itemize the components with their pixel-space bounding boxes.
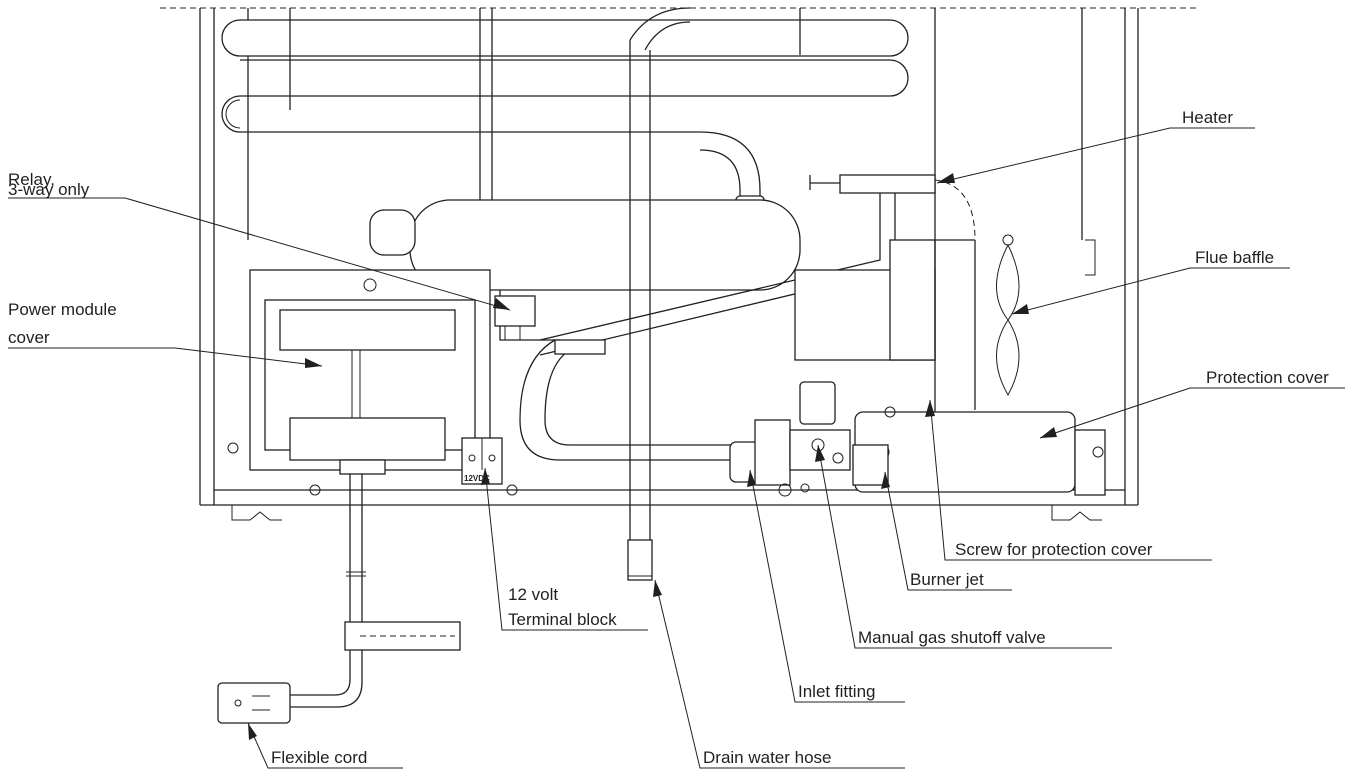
flexible-cord — [217, 474, 461, 724]
terminal-label-line1: 12 volt — [508, 585, 559, 604]
drain-hose-label: Drain water hose — [703, 748, 832, 767]
flue-baffle-label: Flue baffle — [1195, 248, 1275, 267]
drain-pipe — [627, 7, 691, 581]
inlet-fitting-label: Inlet fitting — [798, 682, 876, 701]
flexible-cord-leader — [247, 722, 403, 769]
flue-assembly — [794, 8, 1096, 490]
gas-valve-label: Manual gas shutoff valve — [858, 628, 1046, 647]
heater-leader — [936, 127, 1255, 184]
relay-leader — [8, 197, 511, 311]
protection-cover-label: Protection cover — [1206, 368, 1329, 387]
arrowheads — [248, 173, 1057, 740]
flexible-cord-label: Flexible cord — [271, 748, 368, 767]
protection-cover — [852, 406, 1106, 496]
inlet-fitting-leader — [749, 469, 905, 703]
power-module-label-line2: cover — [8, 328, 50, 347]
power-module — [227, 269, 518, 496]
screw-leader — [929, 399, 1212, 561]
relay-arrow — [493, 298, 510, 310]
terminal-label-line2: Terminal block — [508, 610, 617, 629]
cord-arrow — [248, 723, 257, 740]
relay-label-line1: Relay, — [8, 170, 55, 189]
leader-lines — [8, 127, 1345, 769]
terminal-block: 12VDC — [461, 437, 503, 485]
inlet-arrow — [747, 470, 756, 487]
flue-baffle-leader — [1011, 267, 1290, 315]
protection-arrow — [1040, 427, 1057, 438]
burner-arrow — [881, 472, 890, 489]
protection-cover-leader — [1039, 387, 1345, 439]
drain-arrow — [653, 580, 662, 597]
gas-valve-assembly — [729, 381, 851, 497]
screw-arrow — [925, 400, 935, 417]
gas-valve-leader — [817, 444, 1112, 649]
heater-arrow — [937, 173, 955, 183]
terminal-block-leader — [484, 467, 648, 631]
power-module-label-line1: Power module — [8, 300, 117, 319]
condenser-coils — [221, 8, 909, 220]
gas-valve-arrow — [815, 445, 825, 462]
burner-jet-leader — [884, 471, 1012, 591]
power-module-leader — [8, 347, 323, 367]
drain-hose-leader — [654, 579, 905, 769]
terminal-arrow — [481, 468, 490, 485]
terminal-marking: 12VDC — [464, 474, 490, 483]
relay-label-line2: 3-way only — [8, 180, 90, 199]
screw-protection-label: Screw for protection cover — [955, 540, 1153, 559]
heater-label: Heater — [1182, 108, 1234, 127]
power-arrow — [305, 358, 322, 368]
burner-jet-label: Burner jet — [910, 570, 984, 589]
flue-arrow — [1012, 304, 1029, 314]
relay — [494, 295, 536, 340]
